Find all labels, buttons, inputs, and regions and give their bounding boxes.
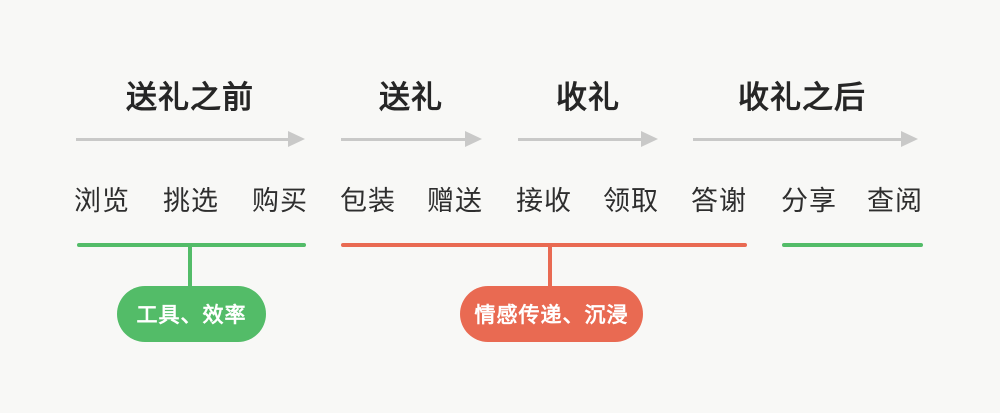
tool-efficiency-label: 工具、效率 (136, 304, 247, 327)
bracket-share-view (782, 243, 923, 247)
step-receive: 接收 (516, 186, 572, 216)
arrow-shaft (518, 137, 648, 141)
step-browse: 浏览 (74, 186, 130, 216)
connector-tool-efficiency (188, 245, 192, 287)
stage-title-before-gifting: 送礼之前 (126, 80, 254, 115)
arrow-right-icon (518, 131, 658, 147)
step-package: 包装 (340, 186, 396, 216)
arrow-shaft (693, 137, 908, 141)
step-view: 查阅 (867, 186, 923, 216)
arrow-head (901, 131, 918, 147)
arrow-shaft (341, 137, 472, 141)
arrow-head (288, 131, 305, 147)
step-select: 挑选 (163, 186, 219, 216)
arrow-right-icon (76, 131, 305, 147)
step-thank: 答谢 (691, 186, 747, 216)
arrow-shaft (76, 137, 295, 141)
emotion-immersion-badge: 情感传递、沉浸 (460, 286, 643, 342)
arrow-head (465, 131, 482, 147)
bracket-emotion-immersion (341, 243, 747, 247)
tool-efficiency-badge: 工具、效率 (117, 286, 266, 342)
connector-emotion-immersion (548, 245, 552, 287)
step-claim: 领取 (603, 186, 659, 216)
emotion-immersion-label: 情感传递、沉浸 (474, 304, 629, 327)
arrow-right-icon (693, 131, 918, 147)
stage-title-gifting: 送礼 (379, 80, 443, 115)
arrow-head (641, 131, 658, 147)
stage-title-receiving: 收礼 (556, 80, 620, 115)
arrow-right-icon (341, 131, 482, 147)
stage-title-after-receiving: 收礼之后 (738, 80, 866, 115)
step-give: 赠送 (427, 186, 483, 216)
step-purchase: 购买 (252, 186, 308, 216)
step-share: 分享 (781, 186, 837, 216)
